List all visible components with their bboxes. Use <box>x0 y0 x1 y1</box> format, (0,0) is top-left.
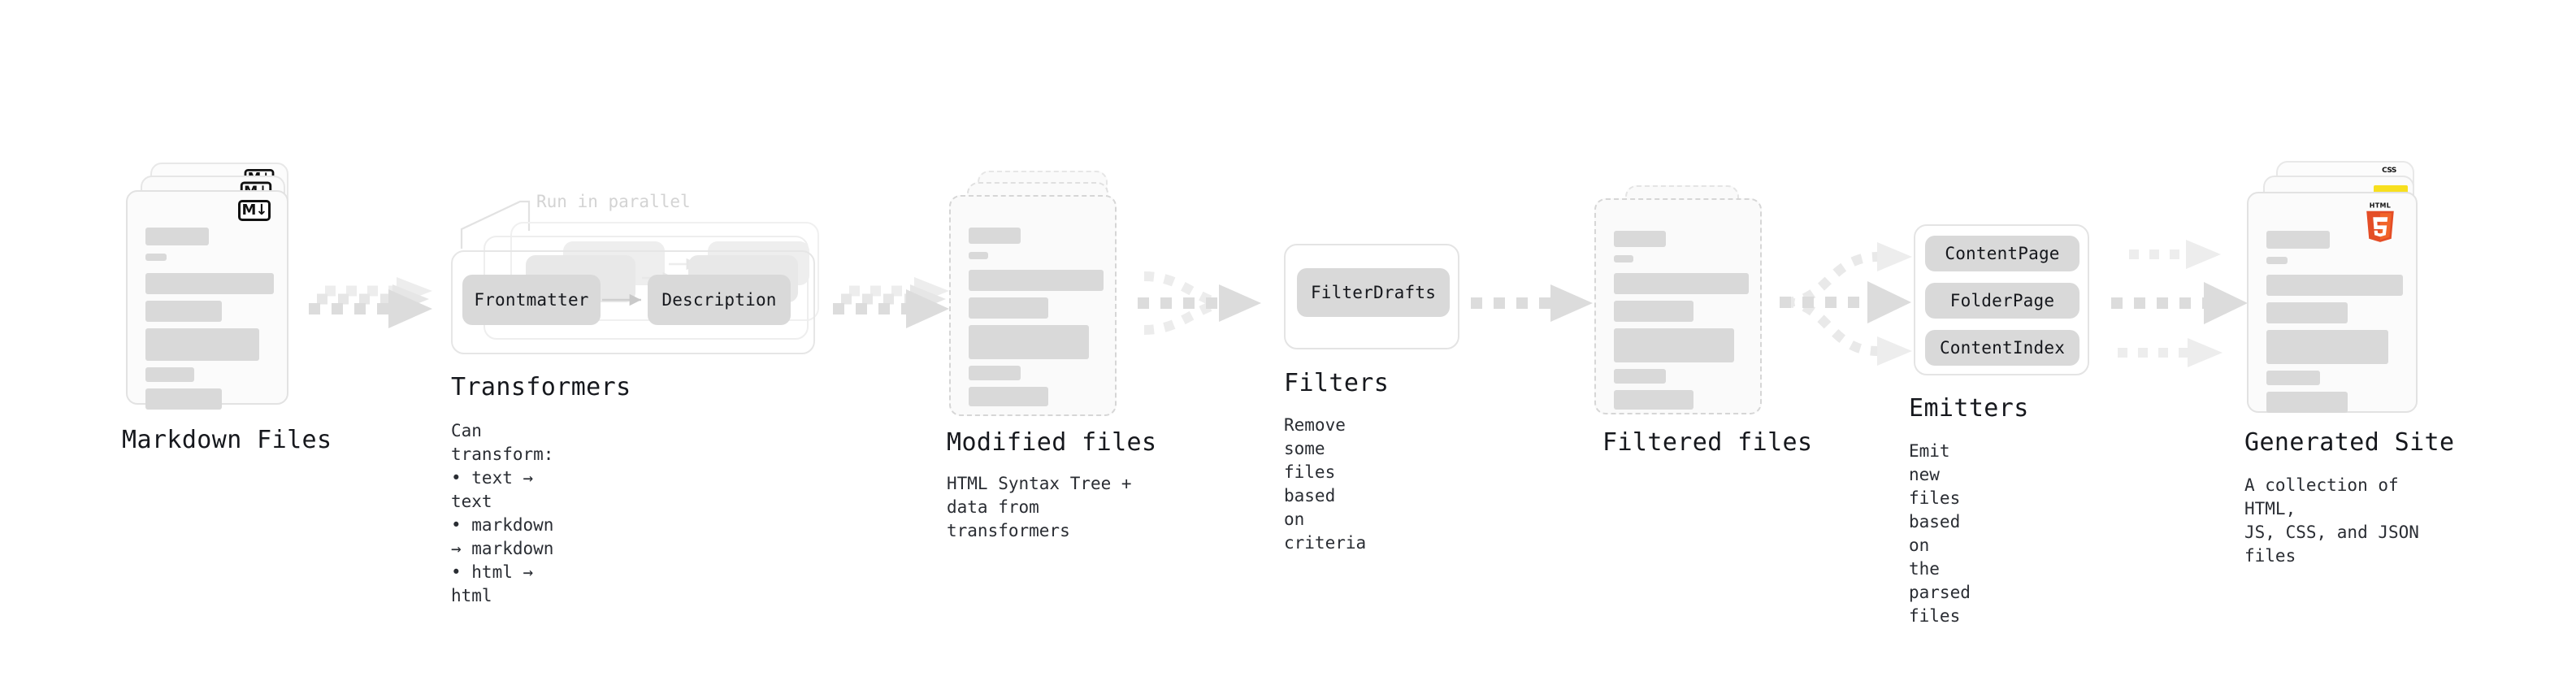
skeleton-row <box>1614 328 1734 362</box>
skeleton-row <box>1614 390 1693 410</box>
filtered-file-stack <box>1594 185 1781 421</box>
skeleton-row <box>969 366 1021 380</box>
skeleton-row <box>1614 301 1693 322</box>
skeleton-row <box>2266 371 2320 385</box>
stage-generated-site: CSS HTML Generated <box>2244 161 2454 566</box>
skeleton-row <box>2266 257 2288 264</box>
stage-title-markdown-files: Markdown Files <box>122 426 332 454</box>
skeleton-row <box>145 367 194 382</box>
filter-chip-filterdrafts[interactable]: FilterDrafts <box>1297 268 1450 317</box>
skeleton-row <box>145 228 209 245</box>
emitter-chip-contentindex-label: ContentIndex <box>1939 338 2066 358</box>
transformer-chip-description-label: Description <box>661 290 777 310</box>
skeleton-row <box>969 270 1104 291</box>
skeleton-row <box>969 297 1048 319</box>
stage-desc-transformers: Can transform: • text → text • markdown … <box>451 421 554 605</box>
stage-title-filtered-files: Filtered files <box>1602 428 1813 457</box>
stage-title-transformers: Transformers <box>451 373 631 401</box>
skeleton-row <box>145 328 259 361</box>
skeleton-row <box>969 387 1048 406</box>
skeleton-row <box>145 301 222 322</box>
stage-title-emitters: Emitters <box>1909 394 2029 423</box>
stage-title-generated-site: Generated Site <box>2244 428 2455 457</box>
emitter-chip-contentindex[interactable]: ContentIndex <box>1925 330 2079 366</box>
modified-file-stack <box>949 171 1136 416</box>
skeleton-row <box>969 228 1021 244</box>
skeleton-row <box>1614 273 1749 294</box>
emitters-group: ContentPage FolderPage ContentIndex <box>1914 224 2089 375</box>
run-in-parallel-label: Run in parallel <box>536 192 691 211</box>
skeleton-row <box>145 273 274 294</box>
skeleton-row <box>2266 275 2403 296</box>
emitter-chip-folderpage[interactable]: FolderPage <box>1925 283 2079 319</box>
skeleton-row <box>145 254 167 261</box>
connector-filtered-to-emitters <box>1780 242 1912 366</box>
skeleton-row <box>1614 255 1633 262</box>
connector-emitters-to-site <box>2111 240 2248 367</box>
skeleton-row <box>2266 231 2330 249</box>
stage-modified-files: Modified files HTML Syntax Tree + data f… <box>947 171 1156 540</box>
stage-markdown-files: M↓ M↓ M↓ Markdown Files <box>122 163 332 453</box>
filters-group: FilterDrafts <box>1284 244 1459 349</box>
markdown-file-stack: M↓ M↓ M↓ <box>126 163 313 410</box>
transformer-arrow-front <box>602 293 641 306</box>
skeleton-row <box>2266 392 2348 413</box>
markdown-icon: M↓ <box>238 200 271 221</box>
css-icon-label: CSS <box>2382 167 2396 175</box>
transformer-chip-frontmatter[interactable]: Frontmatter <box>462 275 601 325</box>
stage-filtered-files: Filtered files <box>1594 185 1812 456</box>
skeleton-row <box>969 325 1089 359</box>
connector-filters-to-filtered <box>1471 284 1593 322</box>
skeleton-row <box>969 252 988 259</box>
html5-icon: HTML <box>2366 202 2394 242</box>
emitter-chip-contentpage[interactable]: ContentPage <box>1925 236 2079 271</box>
skeleton-row <box>1614 369 1666 384</box>
transformer-chip-frontmatter-label: Frontmatter <box>474 290 589 310</box>
stage-title-modified-files: Modified files <box>947 428 1157 457</box>
transformer-group-front: Frontmatter Description <box>451 250 815 354</box>
connector-transformers-to-modified <box>833 277 949 328</box>
emitter-chip-contentpage-label: ContentPage <box>1945 244 2060 263</box>
filter-chip-filterdrafts-label: FilterDrafts <box>1310 283 1437 302</box>
filtered-file-front <box>1594 198 1762 414</box>
generated-site-stack: CSS HTML <box>2247 161 2442 413</box>
stage-desc-filters: Remove some files based on criteria <box>1284 415 1367 553</box>
skeleton-row <box>2266 330 2388 364</box>
stage-desc-generated-site: A collection of HTML, JS, CSS, and JSON … <box>2244 475 2419 566</box>
modified-file-front <box>949 195 1117 416</box>
svg-text:HTML: HTML <box>2370 202 2391 210</box>
stage-desc-emitters: Emit new files based on the parsed files <box>1909 441 1971 626</box>
skeleton-row <box>2266 302 2348 323</box>
transformer-chip-description[interactable]: Description <box>648 275 791 325</box>
connector-modified-to-filters <box>1138 271 1261 335</box>
connector-md-to-transformers <box>309 277 432 328</box>
stage-desc-modified-files: HTML Syntax Tree + data from transformer… <box>947 474 1132 540</box>
emitter-chip-folderpage-label: FolderPage <box>1949 291 2055 310</box>
markdown-badge-label: M <box>241 202 256 219</box>
skeleton-row <box>1614 231 1666 247</box>
markdown-file-front: M↓ <box>126 190 288 410</box>
stage-title-filters: Filters <box>1284 369 1390 397</box>
generated-file-html: HTML <box>2247 192 2418 413</box>
skeleton-row <box>145 388 222 410</box>
